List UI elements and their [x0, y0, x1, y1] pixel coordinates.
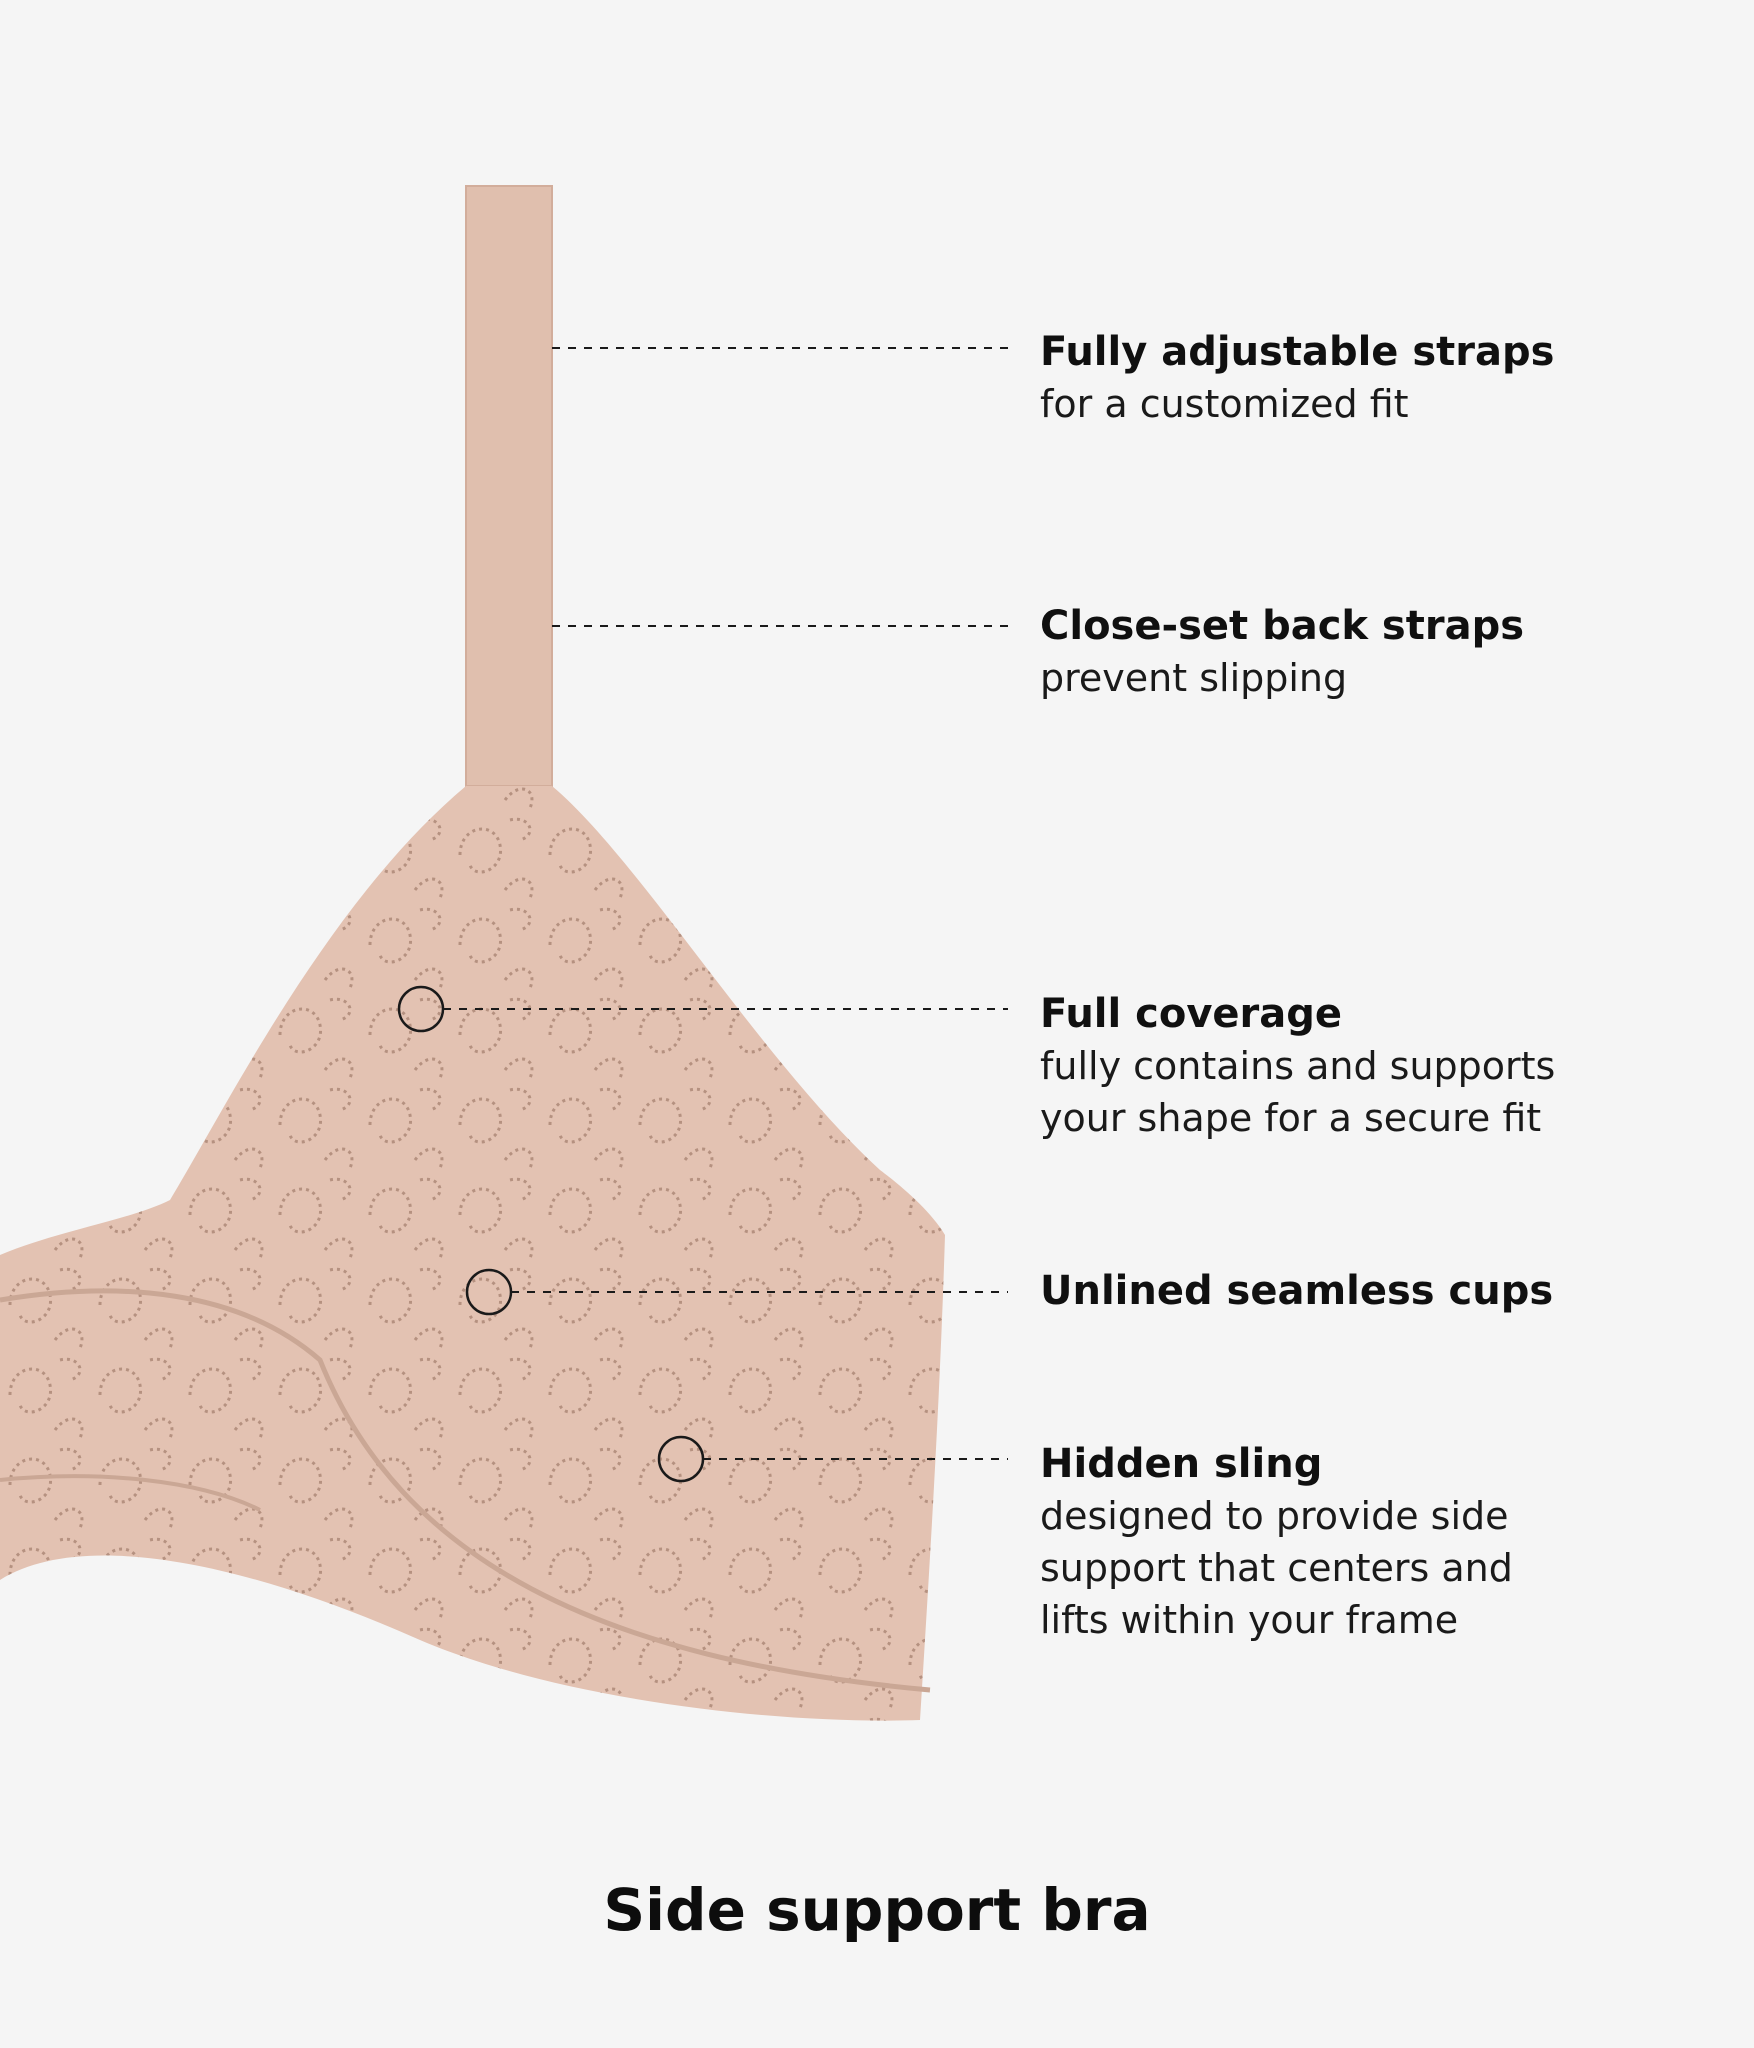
feature-description: fully contains and supports your shape f… — [1040, 1044, 1556, 1140]
feature-description: for a customized fit — [1040, 382, 1409, 426]
feature-title: Full coverage — [1040, 991, 1343, 1037]
feature-hidden-sling: Hidden sling designed to provide side su… — [1040, 1438, 1680, 1646]
feature-title: Close-set back straps — [1040, 603, 1525, 649]
feature-title: Hidden sling — [1040, 1441, 1323, 1487]
page-title: Side support bra — [603, 1876, 1151, 1944]
feature-description: prevent slipping — [1040, 656, 1348, 700]
feature-seamless-cups: Unlined seamless cups — [1040, 1265, 1680, 1317]
feature-title: Unlined seamless cups — [1040, 1268, 1554, 1314]
feature-full-coverage: Full coverage fully contains and support… — [1040, 988, 1680, 1144]
feature-adjustable-straps: Fully adjustable straps for a customized… — [1040, 326, 1680, 430]
feature-title: Fully adjustable straps — [1040, 329, 1555, 375]
feature-back-straps: Close-set back straps prevent slipping — [1040, 600, 1680, 704]
shoulder-strap — [466, 186, 552, 786]
feature-description: designed to provide side support that ce… — [1040, 1494, 1513, 1642]
